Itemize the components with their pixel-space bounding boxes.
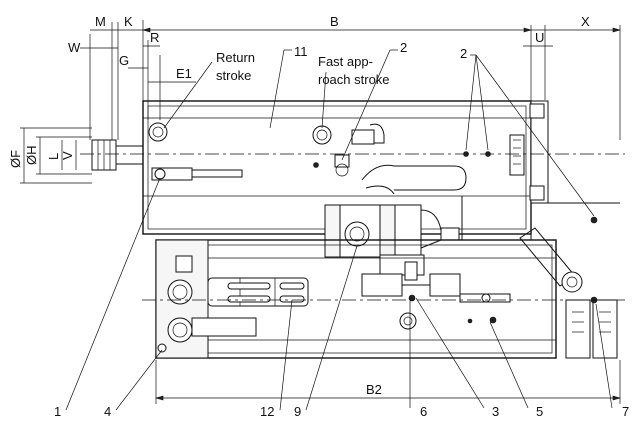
valve-block <box>324 204 460 281</box>
dim-oh: ØH <box>24 146 39 166</box>
dim-v: V <box>60 151 75 160</box>
lower-cylinder <box>155 239 618 359</box>
callout-leaders <box>65 49 613 411</box>
dim-k: K <box>124 14 133 29</box>
dimension-b2 <box>154 360 622 404</box>
callout-return-stroke-line2: stroke <box>216 68 251 83</box>
callout-return-stroke-line1: Return <box>216 50 255 65</box>
callout-4: 4 <box>104 404 111 419</box>
dimension-lines-left <box>20 127 92 184</box>
callout-11: 11 <box>294 44 308 59</box>
dim-g: G <box>119 53 129 68</box>
dim-b: B <box>330 14 339 29</box>
callout-3: 3 <box>492 404 499 419</box>
callout-9: 9 <box>294 404 301 419</box>
dim-l: L <box>46 153 61 160</box>
callout-1: 1 <box>54 404 61 419</box>
dim-e1: E1 <box>176 66 192 81</box>
dim-u: U <box>535 30 544 45</box>
dim-of: ØF <box>8 150 23 168</box>
callout-5: 5 <box>536 404 543 419</box>
dim-r: R <box>150 30 159 45</box>
dim-m: M <box>95 14 106 29</box>
callout-6: 6 <box>420 404 427 419</box>
callout-2-right: 2 <box>460 46 467 61</box>
dim-x: X <box>581 14 590 29</box>
callout-fast-approach-line1: Fast app- <box>318 54 373 69</box>
callout-12: 12 <box>260 404 274 419</box>
dimension-lines-top <box>80 20 622 140</box>
callout-fast-approach-line2: roach stroke <box>318 72 390 87</box>
dim-w: W <box>68 40 81 55</box>
dim-b2: B2 <box>366 382 382 397</box>
callout-2-top: 2 <box>400 40 407 55</box>
callout-7: 7 <box>622 404 629 419</box>
diagonal-hose <box>519 227 583 293</box>
